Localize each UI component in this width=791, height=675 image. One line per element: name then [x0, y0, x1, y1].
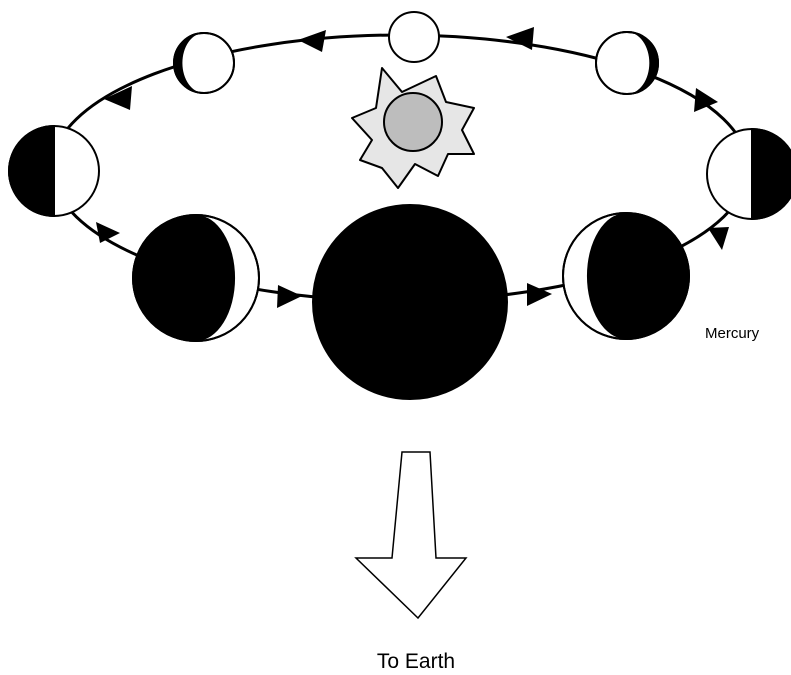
to-earth-label: To Earth	[377, 650, 455, 673]
phase-new-icon	[312, 204, 508, 400]
phase-crescent-icon	[132, 214, 260, 342]
planet-label: Mercury	[705, 325, 760, 342]
phase-quarter-icon	[706, 127, 791, 221]
orbit-arrow	[96, 222, 120, 243]
orbit-arrow	[277, 285, 302, 308]
phase-crescent-icon	[562, 212, 690, 340]
orbit-direction-arrows	[96, 27, 729, 308]
orbit-arrow	[104, 86, 132, 110]
phase-gibbous-icon	[173, 32, 235, 94]
orbit-arrow	[708, 227, 729, 250]
phase-full-icon	[388, 11, 440, 63]
sun-core-icon	[383, 92, 443, 152]
to-earth-arrow-icon	[354, 451, 468, 620]
orbit-arrow	[506, 27, 534, 50]
orbit-arrow	[527, 283, 552, 306]
mercury-phase-positions	[8, 11, 791, 400]
orbit-arrow	[298, 30, 326, 52]
sun	[351, 67, 475, 189]
phase-quarter-icon	[8, 124, 100, 218]
phase-gibbous-icon	[595, 31, 659, 95]
orbit-arrow	[694, 88, 718, 112]
